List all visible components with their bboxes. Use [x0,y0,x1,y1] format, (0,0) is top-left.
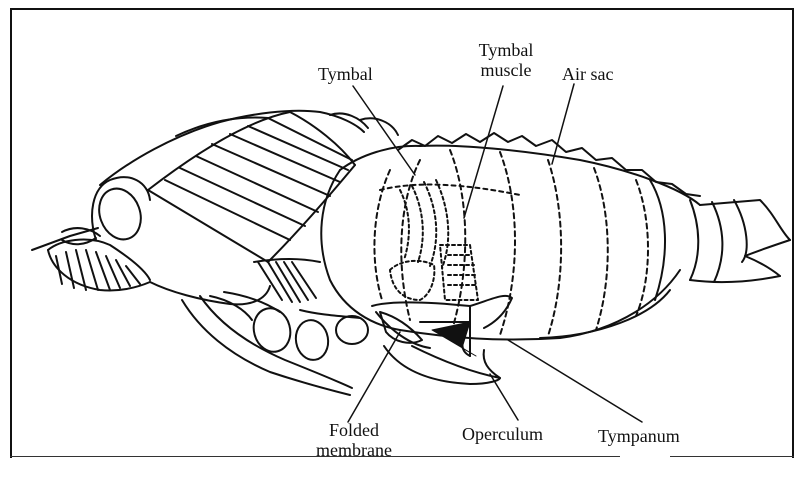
folded-membrane-leader-line [348,332,400,422]
label-operculum: Operculum [462,424,543,444]
label-tympanum: Tympanum [598,426,680,446]
tympanum-leader-line [508,340,642,422]
cicada-thorax [100,111,398,395]
cicada-head [32,177,150,290]
label-tymbal-muscle-line1: Tymbal [470,40,542,60]
label-tymbal-muscle: Tymbal muscle [470,40,542,80]
label-tymbal-muscle-line2: muscle [470,60,542,80]
label-folded-membrane-line2: membrane [300,440,408,460]
label-tymbal: Tymbal [318,64,373,84]
tymbal-muscle-leader-line [464,86,503,218]
label-air-sac: Air sac [562,64,613,84]
operculum-leader-line [490,374,518,420]
label-folded-membrane-line1: Folded [300,420,408,440]
label-folded-membrane: Folded membrane [300,420,408,460]
air-sac-leader-line [552,84,574,164]
